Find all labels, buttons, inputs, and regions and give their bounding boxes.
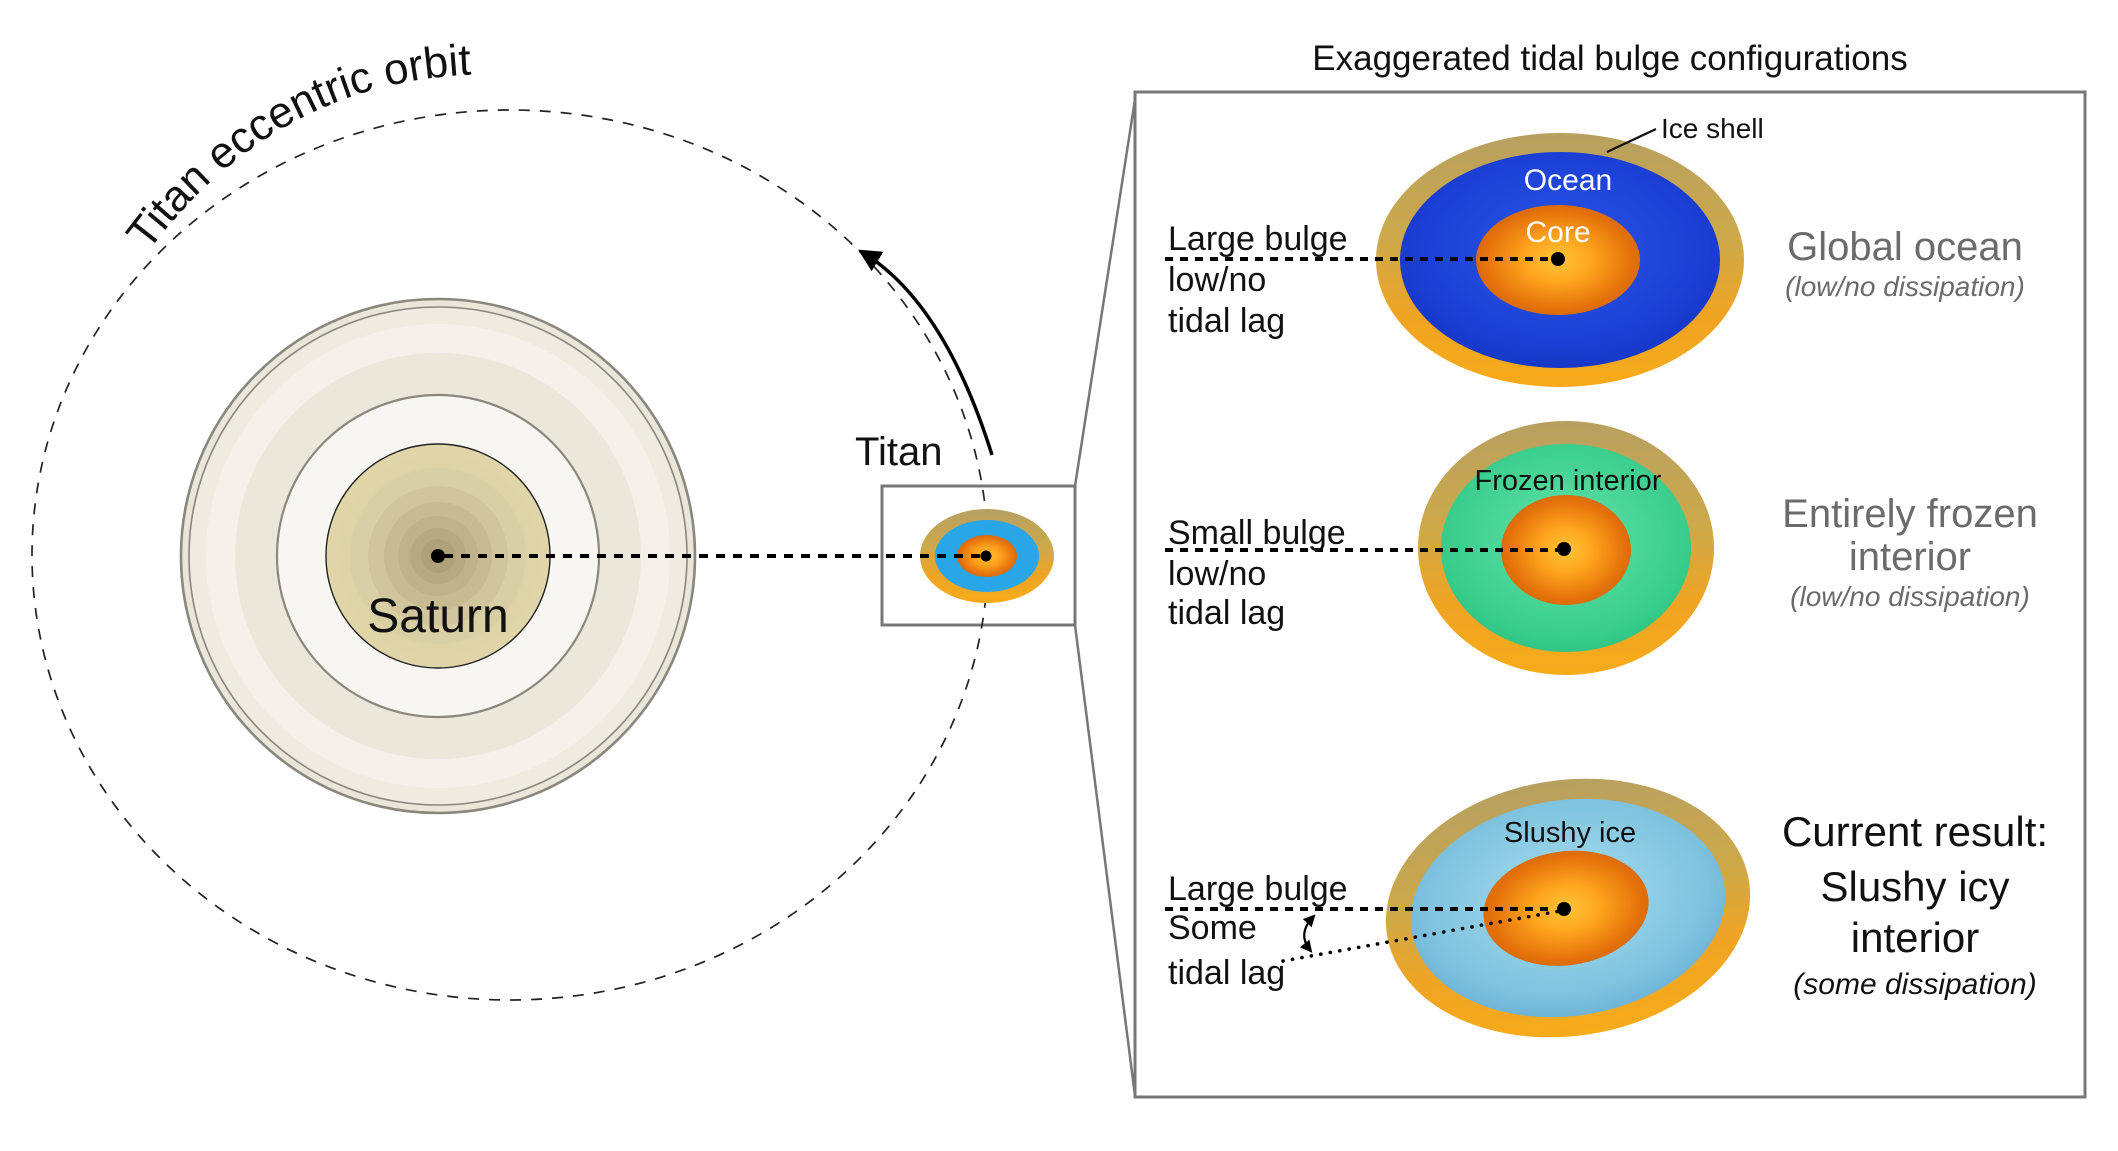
config-frozen-interior: Frozen interior Small bulge low/no tidal…: [1165, 421, 2038, 675]
config2-bulge-line3: tidal lag: [1168, 594, 1285, 632]
orbit-direction-arrow: [858, 249, 994, 456]
config3-interior-label: Slushy ice: [1504, 817, 1636, 849]
config3-center-dot: [1557, 902, 1571, 916]
config1-result-label: Global ocean: [1787, 225, 2023, 269]
config1-bulge-line2: low/no: [1168, 261, 1266, 299]
saturn-center-dot: [431, 549, 445, 563]
config1-core-label: Core: [1525, 216, 1590, 249]
config1-result-note: (low/no dissipation): [1785, 271, 2025, 302]
config2-bulge-line2: low/no: [1168, 555, 1266, 593]
config3-bulge-line2: Some: [1168, 909, 1257, 947]
config3-result-note: (some dissipation): [1793, 968, 2036, 1001]
titan-label: Titan: [855, 430, 942, 474]
ice-shell-label: Ice shell: [1661, 113, 1764, 144]
config3-result-label-line2: Slushy icy: [1820, 863, 2009, 910]
config3-bulge-line3: tidal lag: [1168, 954, 1285, 992]
config1-center-dot: [1551, 252, 1565, 266]
config-slushy-interior: Slushy ice Large bulge Some tidal lag Cu…: [1165, 778, 2048, 1038]
config1-bulge-line3: tidal lag: [1168, 302, 1285, 340]
config2-result-label-line1: Entirely frozen: [1782, 492, 2038, 536]
config2-interior-label: Frozen interior: [1475, 465, 1662, 497]
connector-line-top: [1073, 92, 1138, 487]
orbit-label: Titan eccentric orbit: [117, 36, 472, 258]
titan-center-dot: [980, 550, 992, 562]
config2-center-dot: [1557, 542, 1571, 556]
config2-result-note: (low/no dissipation): [1790, 581, 2030, 612]
config3-bulge-line1: Large bulge: [1168, 870, 1348, 908]
saturn-label: Saturn: [367, 590, 508, 643]
connector-line-bottom: [1073, 624, 1137, 1097]
panel-title: Exaggerated tidal bulge configurations: [1312, 39, 1907, 78]
config-global-ocean: Ocean Core Large bulge low/no tidal lag …: [1165, 113, 2025, 387]
tidal-lag-angle-arrow: [1299, 914, 1316, 953]
config2-result-label-line2: interior: [1849, 535, 1971, 579]
config3-result-label-line1: Current result:: [1782, 808, 2048, 855]
config2-bulge-line1: Small bulge: [1168, 514, 1346, 552]
config1-bulge-line1: Large bulge: [1168, 220, 1348, 258]
ice-shell-leader-line: [1606, 128, 1657, 153]
config1-interior-label: Ocean: [1524, 164, 1612, 197]
config3-result-label-line3: interior: [1851, 914, 1979, 961]
config3-bulge-axis-dotted-line: [1281, 909, 1562, 963]
